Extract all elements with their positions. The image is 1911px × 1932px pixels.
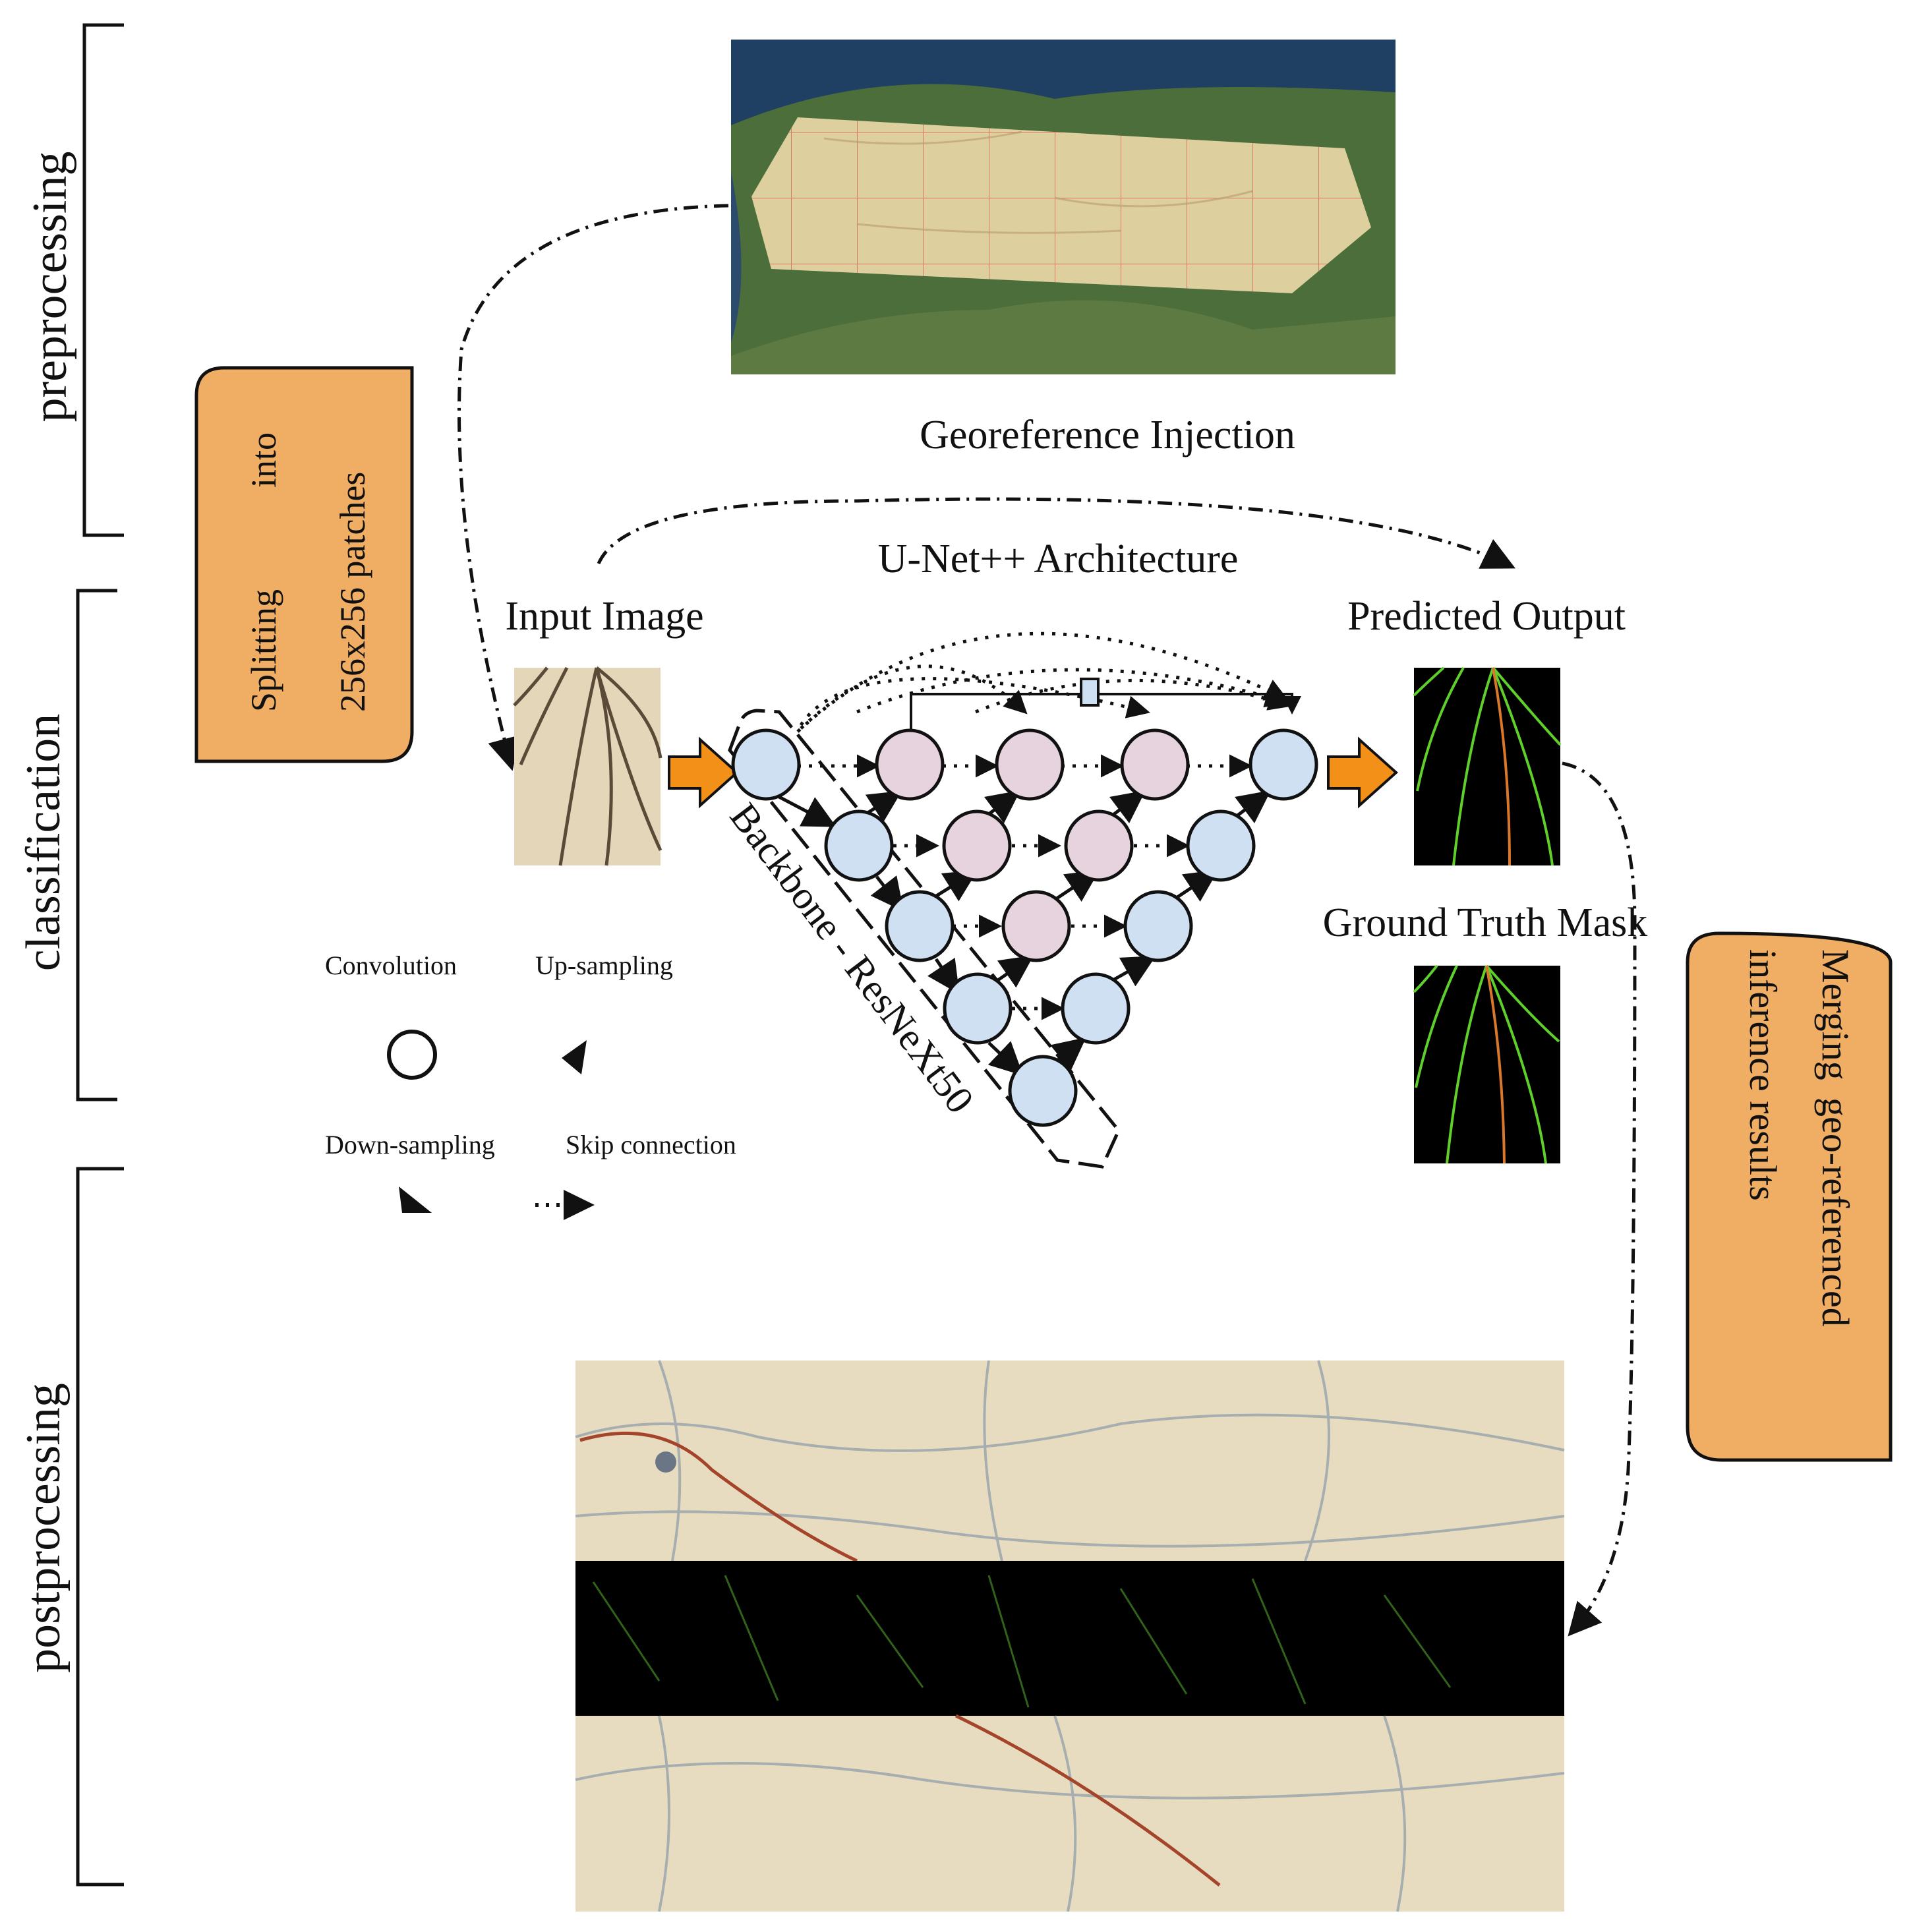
bracket-preprocessing (82, 23, 124, 537)
input-image-patch (513, 666, 662, 866)
bracket-classification (76, 589, 117, 1101)
stage-label-preprocessing: preprocessing (23, 152, 77, 423)
bracket-postprocessing (76, 1167, 124, 1887)
node-x21 (1001, 890, 1071, 962)
predicted-output-label: Predicted Output (1347, 594, 1626, 639)
splitting-text-1: Splitting (244, 589, 283, 712)
splitting-box: Splitting into 256x256 patches (194, 366, 414, 763)
merged-inference-band (575, 1561, 1564, 1716)
merging-text-1: Merging (1814, 949, 1857, 1080)
splitting-text-2: 256x256 patches (333, 472, 372, 712)
node-x31 (1061, 972, 1131, 1045)
legend-downsampling-label: Down-sampling (325, 1130, 495, 1159)
legend-skip-icon (535, 1190, 595, 1220)
merging-box: Merging geo-referenced inference results (1686, 931, 1893, 1462)
legend-convolution-label: Convolution (325, 951, 457, 980)
merging-text-1b: geo-referenced (1814, 1098, 1857, 1327)
network-to-output-arrow (1327, 736, 1399, 809)
stage-label-postprocessing: postprocessing (16, 1383, 71, 1673)
node-x13 (1186, 809, 1256, 882)
node-x12 (1064, 809, 1134, 882)
legend-upsampling-label: Up-sampling (535, 951, 673, 980)
node-x22 (1123, 890, 1193, 962)
node-x11 (942, 809, 1012, 882)
georeference-label: Georeference Injection (920, 413, 1295, 457)
splitting-text-1b: into (244, 432, 283, 488)
legend-convolution-icon (387, 1030, 437, 1080)
node-x01 (875, 728, 945, 801)
satellite-image (731, 40, 1396, 374)
georeference-arrow (597, 497, 1515, 569)
network-nodes (731, 728, 1318, 1127)
legend-skip-label: Skip connection (566, 1130, 736, 1159)
node-x04 (1249, 728, 1318, 801)
node-x20 (885, 890, 955, 962)
merge-arrow (1562, 761, 1637, 1637)
node-x30 (943, 972, 1013, 1045)
split-arrow (457, 204, 729, 771)
predicted-output-mask (1413, 666, 1562, 866)
node-x03 (1120, 728, 1190, 801)
concat-node (1080, 678, 1100, 707)
merged-map (575, 1360, 1565, 1912)
legend-upsampling-icon (562, 1040, 587, 1074)
input-to-network-arrow (668, 736, 740, 809)
backbone-outline (728, 709, 1121, 1169)
node-x40 (1008, 1055, 1078, 1127)
input-image-label: Input Image (505, 594, 703, 639)
node-x02 (995, 728, 1065, 801)
architecture-label: U-Net++ Architecture (878, 537, 1239, 581)
merging-text-2: inference results (1742, 949, 1784, 1201)
ground-truth-label: Ground Truth Mask (1323, 900, 1648, 945)
stage-label-classification: classification (16, 714, 71, 971)
node-x00 (731, 728, 801, 801)
legend: Convolution Up-sampling Down-sampling Sk… (325, 951, 736, 1220)
legend-downsampling-icon (399, 1186, 432, 1213)
node-x10 (824, 809, 894, 882)
ground-truth-mask (1413, 964, 1560, 1164)
